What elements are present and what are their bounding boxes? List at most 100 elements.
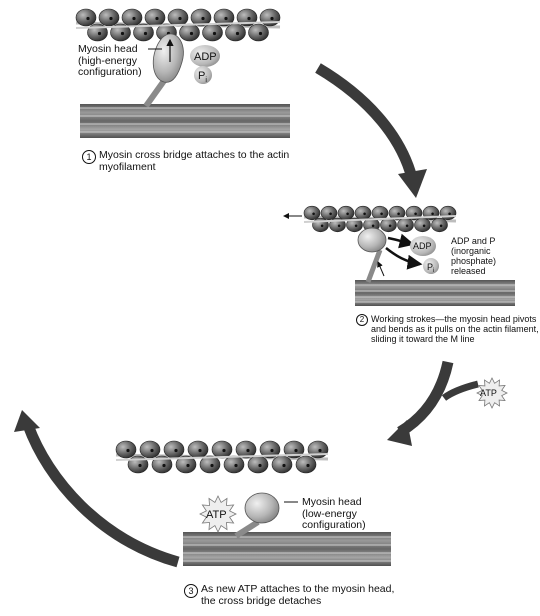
adp-label-1: ADP (194, 51, 217, 63)
binding-site-dot (380, 213, 383, 216)
binding-site-dot (150, 449, 153, 452)
binding-site-dot (258, 464, 261, 467)
binding-site-dot (329, 213, 332, 216)
actin-filament-3 (116, 441, 328, 473)
actin-bead (321, 206, 337, 220)
binding-site-dot (236, 32, 239, 35)
actin-bead (415, 218, 431, 232)
step-1-text: Myosin cross bridge attaches to the acti… (99, 150, 289, 173)
actin-bead (116, 441, 136, 458)
binding-site-dot (178, 17, 181, 20)
binding-site-dot (198, 449, 201, 452)
actin-bead (76, 9, 96, 26)
actin-bead (249, 24, 269, 41)
cycle-arrow-3-to-1 (14, 410, 178, 562)
binding-site-dot (224, 17, 227, 20)
binding-site-dot (132, 17, 135, 20)
binding-site-dot (270, 449, 273, 452)
actin-bead (272, 456, 292, 473)
actin-bead (145, 9, 165, 26)
actin-bead (180, 24, 200, 41)
binding-site-dot (318, 449, 321, 452)
adp-label-2: ADP (413, 241, 432, 251)
binding-site-dot (321, 225, 324, 228)
actin-bead (398, 218, 414, 232)
cycle-arrow-1-to-2 (318, 68, 427, 198)
atp-label-3: ATP (206, 509, 227, 521)
binding-site-dot (363, 213, 366, 216)
actin-bead (140, 441, 160, 458)
adp-bubble-1: ADP (190, 45, 220, 67)
binding-site-dot (138, 464, 141, 467)
step-2-number: 2 (356, 314, 368, 326)
binding-site-dot (306, 464, 309, 467)
binding-site-dot (162, 464, 165, 467)
binding-site-dot (294, 449, 297, 452)
myosin-head-1 (153, 34, 183, 82)
actin-bead (200, 456, 220, 473)
step-1-number: 1 (82, 150, 96, 164)
binding-site-dot (346, 213, 349, 216)
pi-bubble-1: Pi (194, 66, 212, 84)
actin-bead (168, 9, 188, 26)
step-2-caption: 2Working strokes—the myosin head pivots … (356, 314, 539, 344)
binding-site-dot (201, 17, 204, 20)
myosin-neck-1 (146, 78, 166, 106)
pi-bubble-2: Pi (423, 258, 439, 274)
myosin-head-low-energy-label: Myosin head (low-energy configuration) (302, 497, 366, 532)
thick-filament-2 (355, 280, 515, 306)
binding-site-dot (186, 464, 189, 467)
actin-bead (224, 456, 244, 473)
thick-filament-3 (183, 532, 391, 566)
actin-bead (381, 218, 397, 232)
binding-site-dot (144, 32, 147, 35)
actin-bead (432, 218, 448, 232)
binding-site-dot (431, 213, 434, 216)
actin-bead (372, 206, 388, 220)
binding-site-dot (338, 225, 341, 228)
binding-site-dot (246, 449, 249, 452)
binding-site-dot (126, 449, 129, 452)
binding-site-dot (109, 17, 112, 20)
binding-site-dot (222, 449, 225, 452)
binding-site-dot (397, 213, 400, 216)
step-3-text: As new ATP attaches to the myosin head, … (201, 584, 394, 607)
atp-incoming-label: ATP (480, 388, 497, 398)
actin-bead (122, 9, 142, 26)
binding-site-dot (213, 32, 216, 35)
actin-bead (440, 206, 456, 220)
binding-site-dot (448, 213, 451, 216)
thick-filament-1 (80, 104, 290, 138)
binding-site-dot (86, 17, 89, 20)
adp-bubble-2: ADP (410, 236, 436, 256)
binding-site-dot (155, 17, 158, 20)
binding-site-dot (414, 213, 417, 216)
myosin-head-high-energy-label: Myosin head (high-energy configuration) (78, 44, 142, 79)
actin-bead (248, 456, 268, 473)
actin-filament-2 (304, 206, 456, 232)
step-3-caption: 3As new ATP attaches to the myosin head,… (184, 584, 394, 607)
binding-site-dot (406, 225, 409, 228)
binding-site-dot (210, 464, 213, 467)
binding-site-dot (98, 32, 101, 35)
binding-site-dot (270, 17, 273, 20)
binding-site-dot (440, 225, 443, 228)
binding-site-dot (372, 225, 375, 228)
binding-site-dot (174, 449, 177, 452)
actin-bead (304, 206, 320, 220)
binding-site-dot (259, 32, 262, 35)
myosin-head-2 (358, 228, 386, 252)
actin-filament-1 (76, 9, 280, 41)
actin-bead (164, 441, 184, 458)
actin-bead (188, 441, 208, 458)
atp-starburst-3: ATP (200, 496, 236, 532)
binding-site-dot (282, 464, 285, 467)
binding-site-dot (355, 225, 358, 228)
binding-site-dot (234, 464, 237, 467)
actin-bead (203, 24, 223, 41)
actin-bead (355, 206, 371, 220)
binding-site-dot (423, 225, 426, 228)
pi-sub-2: i (433, 268, 434, 274)
binding-site-dot (247, 17, 250, 20)
step-2-text: Working strokes—the myosin head pivots a… (371, 314, 539, 344)
